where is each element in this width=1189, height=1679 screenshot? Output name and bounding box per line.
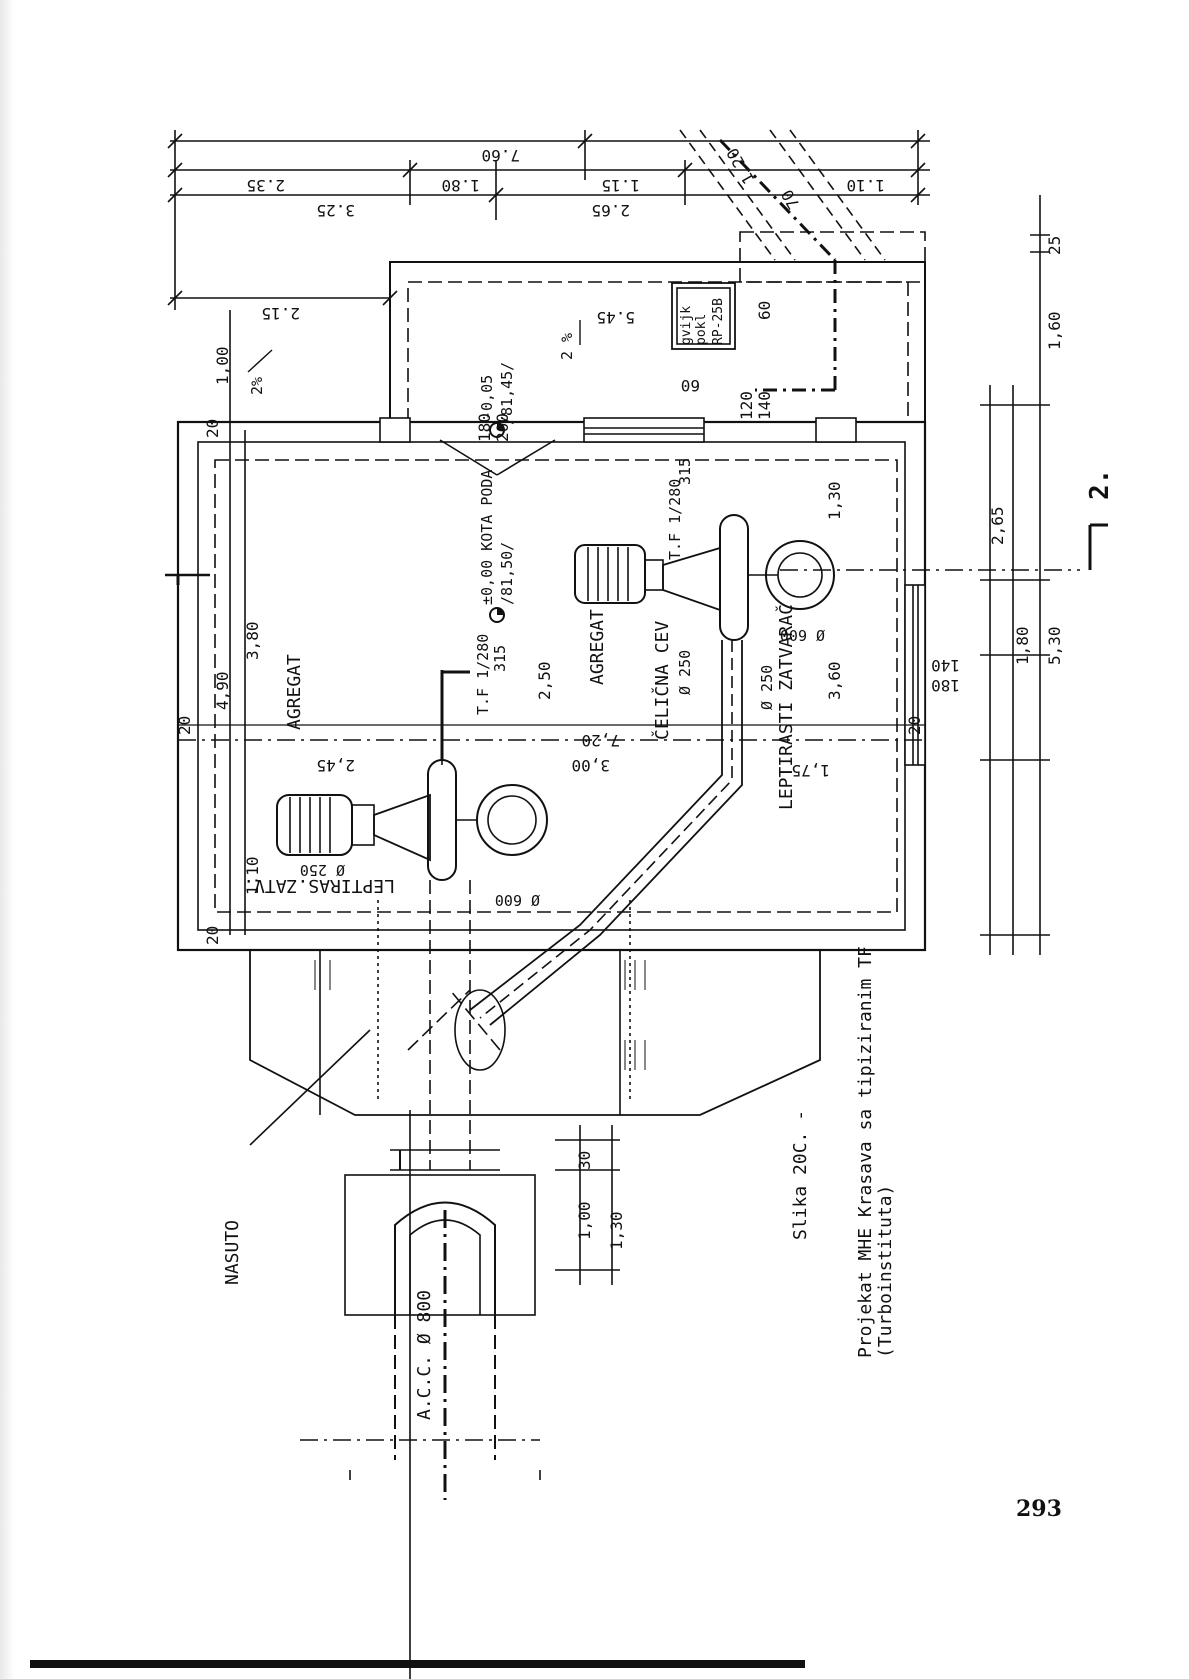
dim-top-545: 5.45 <box>596 308 635 327</box>
label-phi600-right: Ø 600 <box>780 626 825 644</box>
dim-small-140a: 140 <box>755 391 774 420</box>
dim-top-110: 1.10 <box>846 176 885 195</box>
dim-top-265: 2.65 <box>591 201 630 220</box>
scan-bottom-bar <box>30 1660 805 1668</box>
label-slope-a: 2% <box>248 377 266 395</box>
dim-left-110: 1,10 <box>243 856 262 895</box>
label-slope-b: 2 % <box>558 333 576 360</box>
intake-structure <box>249 949 821 1116</box>
dim-top-325: 3.25 <box>316 201 355 220</box>
dim-top-115: 1.15 <box>601 176 640 195</box>
left-generator <box>276 794 353 856</box>
label-level-low: -0,05 <box>478 375 496 420</box>
dim-right-180: 1,80 <box>1013 626 1032 665</box>
label-phi250-left: Ø 250 <box>300 861 345 879</box>
dim-left-100: 1,00 <box>213 346 232 385</box>
dim-left-490: 4,90 <box>213 671 232 710</box>
dim-right-25: 25 <box>1045 236 1064 255</box>
dim-right-160: 1,60 <box>1045 311 1064 350</box>
dim-bottom-130: 1,30 <box>607 1211 626 1250</box>
label-tf1-right-b: 315 <box>676 458 694 485</box>
figure-number: Slika 20C. - <box>790 1109 811 1240</box>
page-number: 293 <box>1016 1496 1062 1522</box>
dim-bottom-30: 30 <box>575 1151 594 1170</box>
dim-mid-250: 2,50 <box>535 661 554 700</box>
dim-mid-245: 2,45 <box>316 756 355 775</box>
dim-mid-300: 3,00 <box>571 756 610 775</box>
label-level-low-value: /81,45/ <box>498 362 516 425</box>
label-agregat-left: AGREGAT <box>284 654 305 730</box>
label-leptiras-zatv: LEPTIRAS.ZATV. <box>243 875 395 896</box>
dim-mid-130: 1,30 <box>825 481 844 520</box>
dim-right-265a: 2,65 <box>988 506 1007 545</box>
dim-small-180: 180 <box>475 413 494 442</box>
dim-bottom-100: 1,00 <box>575 1201 594 1240</box>
label-tf1-left-b: 315 <box>491 645 509 672</box>
label-section-mark: 2. <box>1085 469 1115 500</box>
dim-right-530: 5,30 <box>1045 626 1064 665</box>
label-tf1-right: T.F 1/280 <box>666 479 684 560</box>
dim-small-180b: 180 <box>931 676 960 695</box>
label-gvijk: gvijk <box>679 306 694 345</box>
rp-panel-box <box>671 282 736 350</box>
label-agregat-right: AGREGAT <box>587 609 608 685</box>
dim-left-20c: 20 <box>203 926 222 945</box>
label-leptirasti-zatvarac: LEPTIRASTI ZATVARAČ <box>775 604 797 810</box>
label-phi250-mid2: Ø 250 <box>758 665 776 710</box>
label-kota-poda-value: /81,50/ <box>498 542 516 605</box>
label-rp-25b: RP-25B <box>711 298 726 345</box>
dim-mid-360: 3,60 <box>825 661 844 700</box>
dim-small-120: 120 <box>737 391 756 420</box>
figure-caption-line1: Projekat MHE Krasava sa tipiziranim TF <box>855 946 876 1358</box>
dim-top-120: 1.20 <box>723 145 759 188</box>
dim-small-60a: 60 <box>755 301 774 320</box>
dim-mid-175: 1,75 <box>791 761 830 780</box>
label-nasuto: NASUTO <box>222 1220 243 1285</box>
figure-caption-line2: (Turboinstituta) <box>875 1184 896 1358</box>
label-celicna-cev: ČELIČNA CEV <box>651 621 673 740</box>
dim-top-760: 7.60 <box>481 146 520 165</box>
right-generator <box>574 544 646 604</box>
label-phi600-left: Ø 600 <box>495 891 540 909</box>
dim-left-380: 3,80 <box>243 621 262 660</box>
label-kota-poda: ±0,00 KOTA PODA <box>478 470 496 605</box>
dim-small-20: 20 <box>905 716 924 735</box>
dim-small-140b: 140 <box>931 656 960 675</box>
dim-top-180: 1.80 <box>441 176 480 195</box>
dim-mid-720: 7,20 <box>581 731 620 750</box>
dim-top-70: 70 <box>777 186 803 212</box>
label-phi250-mid: Ø 250 <box>676 650 694 695</box>
dim-left-20a: 20 <box>203 419 222 438</box>
dim-top-215: 2.15 <box>261 304 300 323</box>
label-acc-800: A.C.C. Ø 800 <box>414 1290 435 1420</box>
dim-small-200: 200 <box>493 413 512 442</box>
dim-small-60b: 60 <box>681 376 700 395</box>
dim-top-235: 2.35 <box>246 176 285 195</box>
label-tf1-left: T.F 1/280 <box>474 634 492 715</box>
scan-edge-shadow <box>0 0 14 1679</box>
label-pokl: pokl <box>694 314 709 345</box>
dim-left-20b: 20 <box>175 716 194 735</box>
main-hall-inner-dashed <box>214 459 898 913</box>
